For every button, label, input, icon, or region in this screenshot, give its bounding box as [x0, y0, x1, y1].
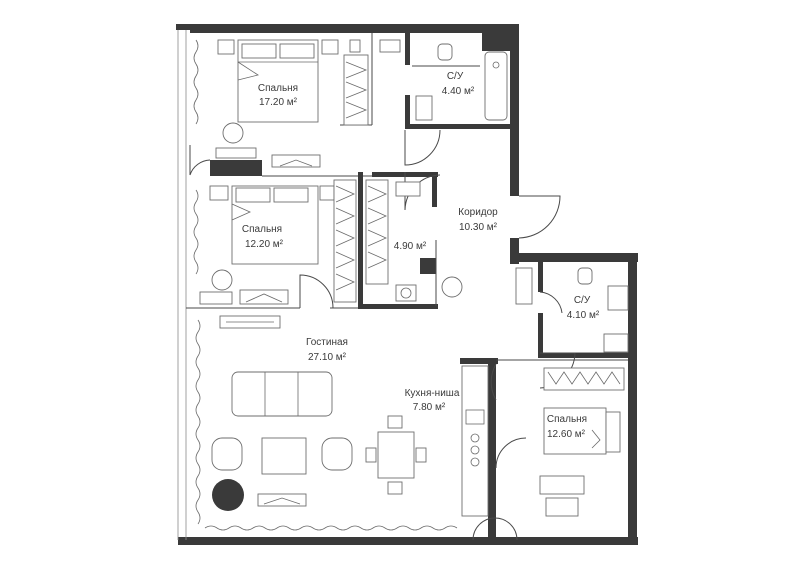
- room-area-bedroom-1: 17.20 м²: [259, 97, 298, 108]
- room-area-living-room: 27.10 м²: [308, 352, 347, 363]
- room-labels: Спальня 17.20 м² С/У 4.40 м² Спальня 12.…: [242, 71, 600, 440]
- room-area-kitchen: 7.80 м²: [413, 402, 446, 413]
- room-name-bedroom-1: Спальня: [258, 83, 298, 94]
- room-area-bedroom-2: 12.20 м²: [245, 239, 284, 250]
- room-area-bathroom-2: 4.10 м²: [567, 310, 600, 321]
- room-area-bathroom-1: 4.40 м²: [442, 86, 475, 97]
- room-name-bedroom-3: Спальня: [547, 414, 587, 425]
- room-name-living-room: Гостиная: [306, 337, 348, 348]
- room-name-bathroom-2: С/У: [574, 295, 591, 306]
- room-name-kitchen: Кухня-ниша: [405, 388, 460, 399]
- room-area-corridor: 10.30 м²: [459, 222, 498, 233]
- curtains: [193, 39, 458, 531]
- interior-walls: [186, 33, 628, 538]
- room-name-bedroom-2: Спальня: [242, 224, 282, 235]
- room-area-bedroom-3: 12.60 м²: [547, 429, 586, 440]
- exterior-walls: [176, 24, 638, 545]
- furniture: [199, 39, 629, 517]
- room-area-closet: 4.90 м²: [394, 241, 427, 252]
- room-name-corridor: Коридор: [458, 207, 498, 218]
- room-name-bathroom-1: С/У: [447, 71, 464, 82]
